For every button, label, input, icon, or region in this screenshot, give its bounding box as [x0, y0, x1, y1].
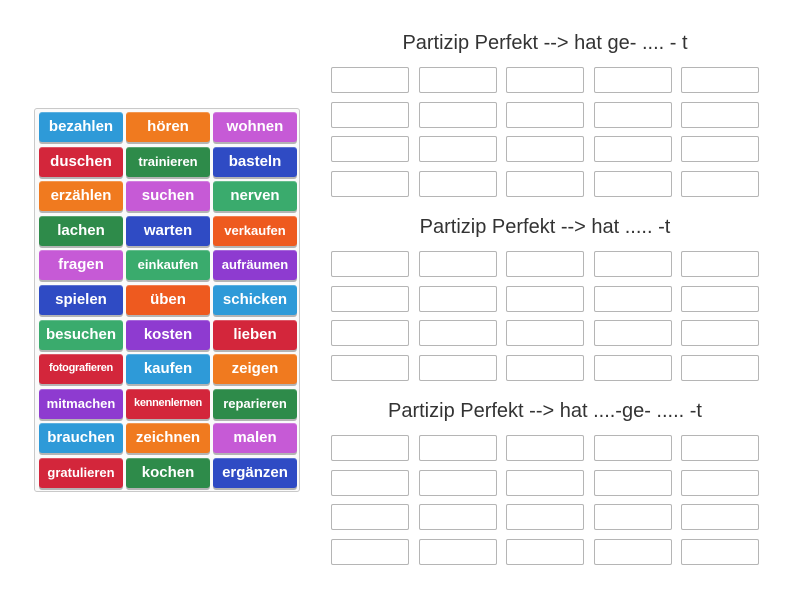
drop-slot[interactable]: [593, 101, 672, 128]
drop-slot[interactable]: [593, 504, 672, 531]
drop-slot[interactable]: [418, 504, 497, 531]
drop-slot[interactable]: [506, 538, 584, 565]
drop-slot[interactable]: [506, 354, 584, 381]
word-tile[interactable]: schicken: [213, 285, 297, 315]
word-tile[interactable]: bezahlen: [39, 112, 123, 142]
word-tile[interactable]: aufräumen: [213, 250, 297, 281]
drop-slot[interactable]: [593, 136, 672, 163]
word-tile[interactable]: basteln: [213, 146, 297, 177]
drop-slot[interactable]: [593, 354, 672, 381]
drop-slot[interactable]: [681, 251, 759, 277]
drop-slot[interactable]: [331, 67, 409, 93]
drop-slot[interactable]: [418, 285, 497, 312]
word-tile[interactable]: zeichnen: [126, 423, 210, 454]
drop-slot[interactable]: [418, 67, 497, 93]
drop-slot[interactable]: [506, 469, 584, 496]
drop-slot[interactable]: [331, 136, 409, 163]
word-tile[interactable]: fotografieren: [39, 354, 123, 385]
word-tile[interactable]: suchen: [126, 181, 210, 212]
drop-slot[interactable]: [418, 435, 497, 461]
word-tile[interactable]: zeigen: [213, 354, 297, 385]
word-tile[interactable]: reparieren: [213, 388, 297, 419]
drop-slot[interactable]: [681, 136, 759, 163]
drop-slot[interactable]: [506, 101, 584, 128]
drop-slot[interactable]: [331, 101, 409, 128]
drop-slot[interactable]: [331, 320, 409, 347]
group-title: Partizip Perfekt --> hat ge- .... - t: [402, 32, 688, 54]
word-tile[interactable]: kosten: [126, 319, 210, 350]
word-tile[interactable]: besuchen: [39, 319, 123, 350]
drop-slot[interactable]: [331, 285, 409, 312]
drop-slot[interactable]: [681, 101, 759, 128]
drop-slot[interactable]: [331, 469, 409, 496]
drop-slot[interactable]: [506, 285, 584, 312]
drop-slot[interactable]: [681, 469, 759, 496]
drop-slot[interactable]: [681, 67, 759, 93]
drop-slot[interactable]: [418, 136, 497, 163]
drop-slot[interactable]: [331, 435, 409, 461]
drop-slot[interactable]: [506, 136, 584, 163]
word-tile[interactable]: nerven: [213, 181, 297, 212]
word-tile[interactable]: ergänzen: [213, 458, 297, 488]
drop-slot[interactable]: [681, 320, 759, 347]
drop-slot[interactable]: [506, 320, 584, 347]
word-tile[interactable]: hören: [126, 112, 210, 142]
word-tile[interactable]: fragen: [39, 250, 123, 281]
drop-slot[interactable]: [593, 170, 672, 197]
drop-slot[interactable]: [681, 285, 759, 312]
word-tile[interactable]: spielen: [39, 285, 123, 315]
word-tile[interactable]: verkaufen: [213, 215, 297, 246]
drop-slot[interactable]: [331, 538, 409, 565]
drop-slot[interactable]: [506, 170, 584, 197]
group-title: Partizip Perfekt --> hat ..... -t: [419, 216, 671, 238]
drop-slot[interactable]: [681, 170, 759, 197]
drop-slot[interactable]: [506, 435, 584, 461]
drop-slot[interactable]: [506, 251, 584, 277]
drop-slot[interactable]: [681, 435, 759, 461]
word-tile[interactable]: malen: [213, 423, 297, 454]
drop-slot[interactable]: [331, 251, 409, 277]
drop-slot[interactable]: [593, 435, 672, 461]
word-tile[interactable]: lieben: [213, 319, 297, 350]
drop-slot[interactable]: [681, 354, 759, 381]
drop-slot[interactable]: [418, 320, 497, 347]
drop-slot[interactable]: [331, 504, 409, 531]
word-tile[interactable]: üben: [126, 285, 210, 315]
word-tile[interactable]: warten: [126, 215, 210, 246]
word-tile[interactable]: trainieren: [126, 146, 210, 177]
drop-slot[interactable]: [681, 538, 759, 565]
drop-slot[interactable]: [418, 251, 497, 277]
word-tile[interactable]: einkaufen: [126, 250, 210, 281]
drop-slot[interactable]: [593, 469, 672, 496]
word-tile[interactable]: brauchen: [39, 423, 123, 454]
word-tile[interactable]: kaufen: [126, 354, 210, 385]
word-tile[interactable]: kochen: [126, 458, 210, 488]
drop-slot[interactable]: [418, 101, 497, 128]
drop-slot[interactable]: [593, 285, 672, 312]
word-tile[interactable]: wohnen: [213, 112, 297, 142]
drop-slot[interactable]: [418, 170, 497, 197]
drop-slot[interactable]: [593, 320, 672, 347]
word-tile[interactable]: lachen: [39, 215, 123, 246]
drop-slot[interactable]: [506, 67, 584, 93]
drop-slot[interactable]: [418, 469, 497, 496]
drop-slot[interactable]: [506, 504, 584, 531]
word-tile[interactable]: kennenlernen: [126, 388, 210, 419]
group-title: Partizip Perfekt --> hat ....-ge- ..... …: [388, 400, 702, 422]
word-tile[interactable]: mitmachen: [39, 388, 123, 419]
drop-slot[interactable]: [331, 170, 409, 197]
word-tile[interactable]: gratulieren: [39, 458, 123, 488]
word-tile[interactable]: duschen: [39, 146, 123, 177]
drop-slot[interactable]: [681, 504, 759, 531]
drop-slot[interactable]: [593, 67, 672, 93]
drop-slot[interactable]: [593, 251, 672, 277]
drop-slot[interactable]: [593, 538, 672, 565]
drop-slot[interactable]: [418, 354, 497, 381]
drop-slot[interactable]: [418, 538, 497, 565]
drop-slot[interactable]: [331, 354, 409, 381]
word-tile[interactable]: erzählen: [39, 181, 123, 212]
